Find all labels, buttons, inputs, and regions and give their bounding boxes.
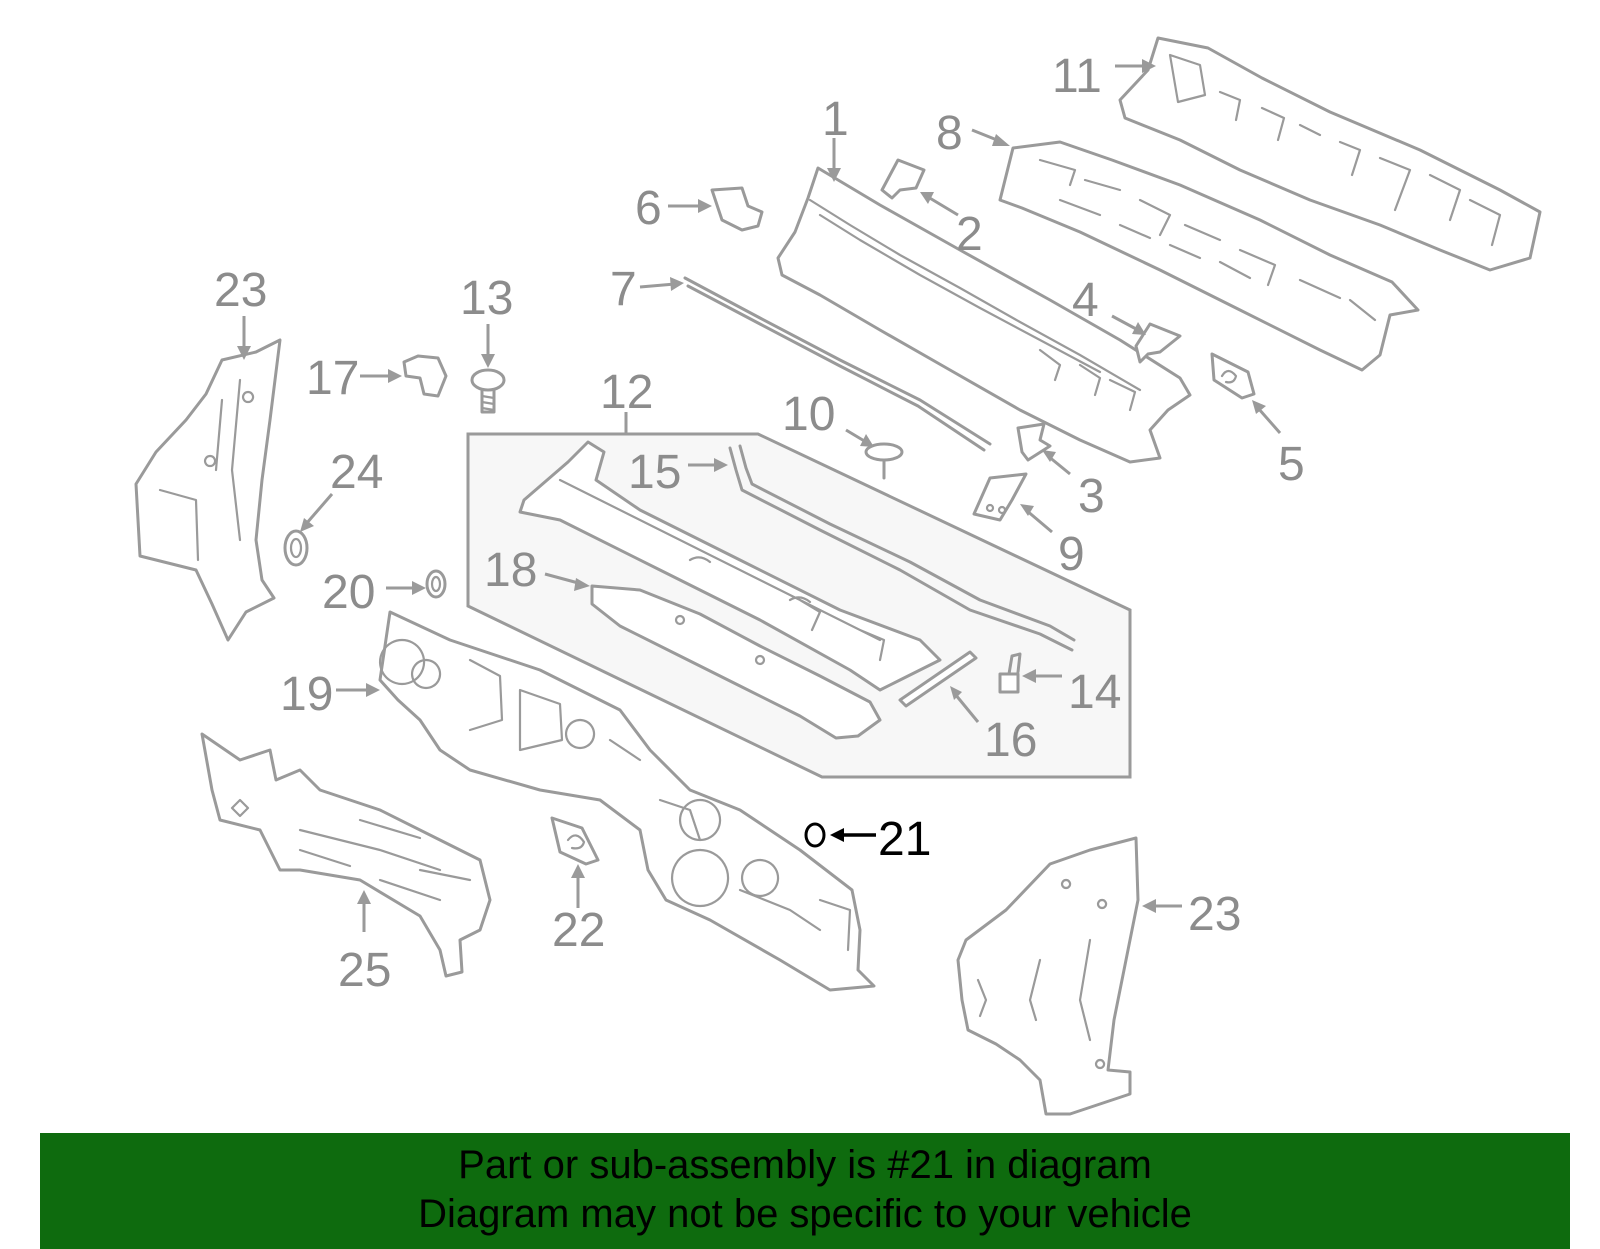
arrow-7 — [639, 277, 684, 291]
part-21-shape — [804, 822, 826, 848]
part-23-left-shape — [134, 338, 282, 642]
arrow-15 — [688, 458, 728, 472]
info-banner: Part or sub-assembly is #21 in diagram D… — [40, 1133, 1570, 1249]
part-4-shape — [1134, 322, 1182, 364]
part-6-shape — [710, 186, 764, 232]
callout-23a: 23 — [214, 264, 267, 317]
arrow-13 — [481, 324, 495, 368]
callout-12: 12 — [600, 366, 653, 419]
arrow-4 — [1111, 314, 1146, 335]
arrow-5 — [1252, 400, 1282, 434]
arrow-24 — [300, 493, 334, 532]
banner-line-2: Diagram may not be specific to your vehi… — [418, 1192, 1192, 1236]
part-13-shape — [470, 368, 506, 414]
arrow-19 — [336, 683, 380, 697]
part-15-shape — [728, 444, 1076, 652]
callout-22: 22 — [552, 904, 605, 957]
arrow-1 — [827, 138, 841, 182]
part-10-shape — [864, 442, 904, 480]
callout-4: 4 — [1072, 274, 1099, 327]
part-9-shape — [972, 472, 1028, 522]
arrow-6 — [668, 199, 712, 213]
callout-23b: 23 — [1188, 888, 1241, 941]
part-3-shape — [1016, 422, 1052, 462]
callout-6: 6 — [635, 182, 662, 235]
part-18-shape — [590, 584, 882, 740]
arrow-16 — [950, 686, 980, 723]
part-19-shape — [378, 610, 876, 992]
callout-13: 13 — [460, 272, 513, 325]
callout-15: 15 — [628, 446, 681, 499]
arrow-23a — [237, 316, 251, 360]
callout-7: 7 — [610, 263, 637, 316]
part-23-right-shape — [956, 836, 1140, 1116]
callout-10: 10 — [782, 388, 835, 441]
callout-24: 24 — [330, 446, 383, 499]
arrow-3 — [1042, 450, 1071, 476]
part-22-shape — [550, 816, 600, 866]
arrow-9 — [1020, 504, 1053, 534]
arrow-18 — [544, 572, 590, 591]
callout-20: 20 — [322, 566, 375, 619]
part-1-shape — [776, 166, 1192, 464]
part-16-shape — [898, 650, 978, 708]
parts-diagram: 11 8 1 2 6 7 — [134, 36, 1542, 1116]
part-20-shape — [425, 569, 447, 599]
arrow-14 — [1022, 669, 1062, 683]
callout-9: 9 — [1058, 528, 1085, 581]
callout-14: 14 — [1068, 666, 1121, 719]
arrow-20 — [386, 581, 426, 595]
part-25-shape — [200, 732, 492, 978]
arrow-2 — [920, 192, 959, 217]
callout-21: 21 — [878, 813, 931, 866]
part-24-shape — [283, 529, 309, 567]
callout-3: 3 — [1078, 470, 1105, 523]
callout-25: 25 — [338, 944, 391, 997]
banner-line-1: Part or sub-assembly is #21 in diagram — [458, 1143, 1152, 1187]
arrow-8 — [971, 128, 1010, 146]
arrow-21 — [830, 828, 876, 842]
callout-18: 18 — [484, 544, 537, 597]
arrow-10 — [845, 428, 874, 447]
part-8-shape — [998, 140, 1420, 372]
part-7-shape — [683, 276, 992, 452]
part-17-shape — [402, 354, 448, 398]
callout-1: 1 — [822, 93, 849, 146]
arrow-11 — [1115, 59, 1156, 73]
callout-11: 11 — [1052, 50, 1102, 103]
part-2-shape — [880, 158, 926, 200]
callout-16: 16 — [984, 714, 1037, 767]
part-14-shape — [998, 652, 1022, 694]
callout-17: 17 — [306, 352, 359, 405]
arrow-22 — [571, 864, 585, 908]
arrow-23b — [1142, 899, 1182, 913]
callout-2: 2 — [956, 208, 983, 261]
part-12-inner-shape — [518, 440, 942, 692]
callout-5: 5 — [1278, 438, 1305, 491]
part-11-shape — [1118, 36, 1542, 272]
arrow-25 — [357, 890, 371, 932]
part-5-shape — [1210, 352, 1256, 400]
arrow-17 — [360, 369, 402, 383]
callout-19: 19 — [280, 668, 333, 721]
callout-8: 8 — [936, 107, 963, 160]
